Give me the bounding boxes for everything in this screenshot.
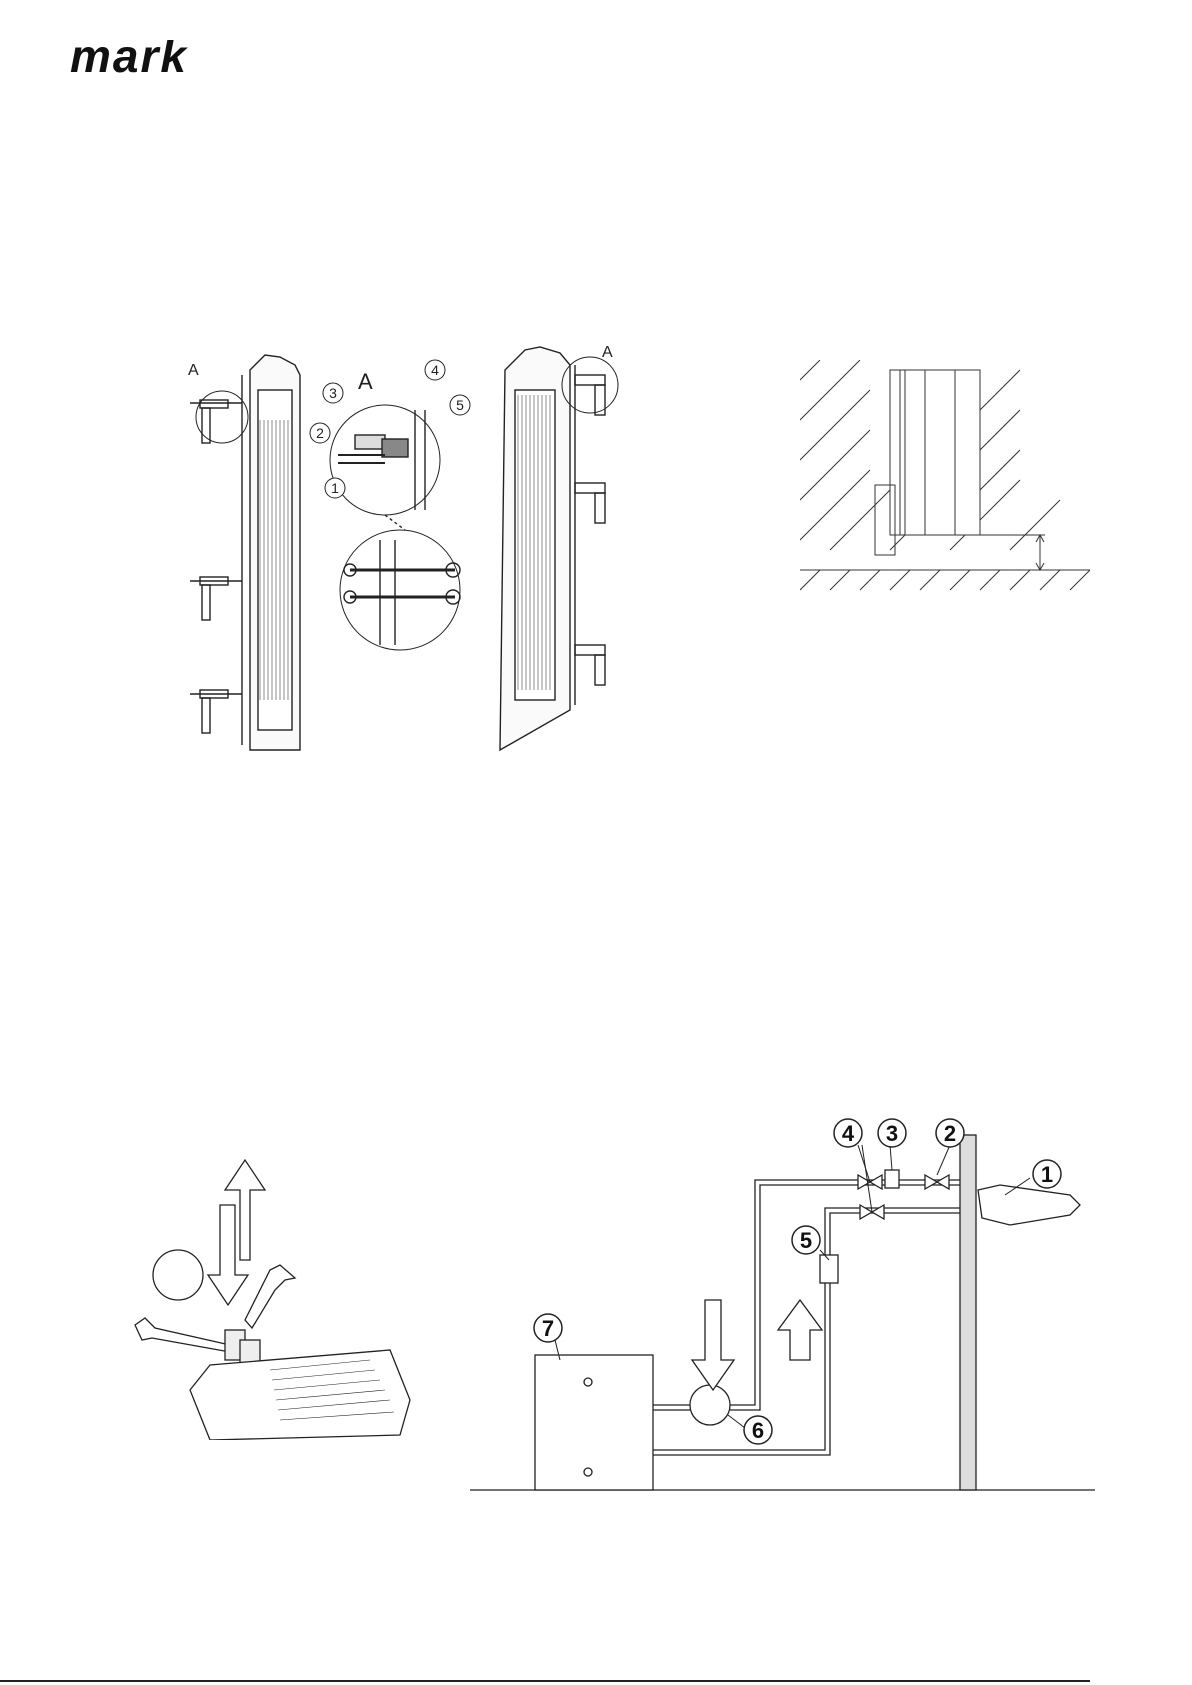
callout-2: 2 xyxy=(316,425,324,441)
piping-callout-7: 7 xyxy=(542,1316,554,1341)
piping-callout-1: 1 xyxy=(1041,1162,1053,1187)
flow-arrow-down xyxy=(692,1300,734,1390)
callout-3: 3 xyxy=(329,385,337,401)
left-bracket-middle xyxy=(190,577,242,620)
callout-5: 5 xyxy=(456,397,464,413)
wrench-connection-diagram xyxy=(130,1150,430,1440)
piping-callout-3: 3 xyxy=(886,1121,898,1146)
unit-section xyxy=(875,370,980,555)
right-bracket-top xyxy=(575,375,605,415)
wall-section-diagram xyxy=(800,360,1100,600)
height-dimension-arrow xyxy=(980,535,1045,570)
callout-1: 1 xyxy=(331,480,339,496)
direction-arrows xyxy=(208,1160,265,1305)
boiler-box xyxy=(535,1355,653,1490)
brand-logo: mark xyxy=(70,40,280,74)
detail-label-right: A xyxy=(602,345,613,361)
detail-title: A xyxy=(358,369,373,394)
detail-circle xyxy=(153,1250,203,1300)
wall-section xyxy=(960,1135,976,1490)
valve-3 xyxy=(885,1170,899,1188)
wrench-left xyxy=(135,1318,230,1352)
piping-callout-5: 5 xyxy=(800,1228,812,1253)
valve-2 xyxy=(925,1175,949,1189)
right-bracket-bottom xyxy=(575,645,605,685)
flow-arrow-up xyxy=(778,1300,822,1360)
supply-pipe xyxy=(653,1180,960,1410)
left-bracket-bottom xyxy=(190,690,242,733)
unit-body xyxy=(190,1350,410,1440)
logo-text: mark xyxy=(70,40,188,74)
piping-callout-2: 2 xyxy=(944,1121,956,1146)
footer-rule xyxy=(0,1680,1090,1682)
wrench-right xyxy=(245,1265,295,1328)
vent-5 xyxy=(820,1255,838,1283)
piping-callout-4: 4 xyxy=(842,1121,855,1146)
floor-hatching xyxy=(800,570,1090,590)
right-bracket-middle xyxy=(575,483,605,523)
left-unit-drawing xyxy=(190,355,300,750)
piping-callout-6: 6 xyxy=(752,1418,764,1443)
detail-a-view xyxy=(330,405,440,515)
zoom-detail-view xyxy=(340,515,460,650)
callout-4: 4 xyxy=(431,362,439,378)
mounting-diagram: A A A 1 2 3 4 5 xyxy=(170,345,690,765)
pump-6 xyxy=(690,1385,730,1425)
piping-scheme-diagram: 1 2 3 4 5 6 7 xyxy=(470,1100,1130,1500)
right-unit-drawing xyxy=(500,347,618,750)
detail-label-left: A xyxy=(188,362,199,379)
heat-exchanger-unit-1 xyxy=(978,1185,1080,1225)
